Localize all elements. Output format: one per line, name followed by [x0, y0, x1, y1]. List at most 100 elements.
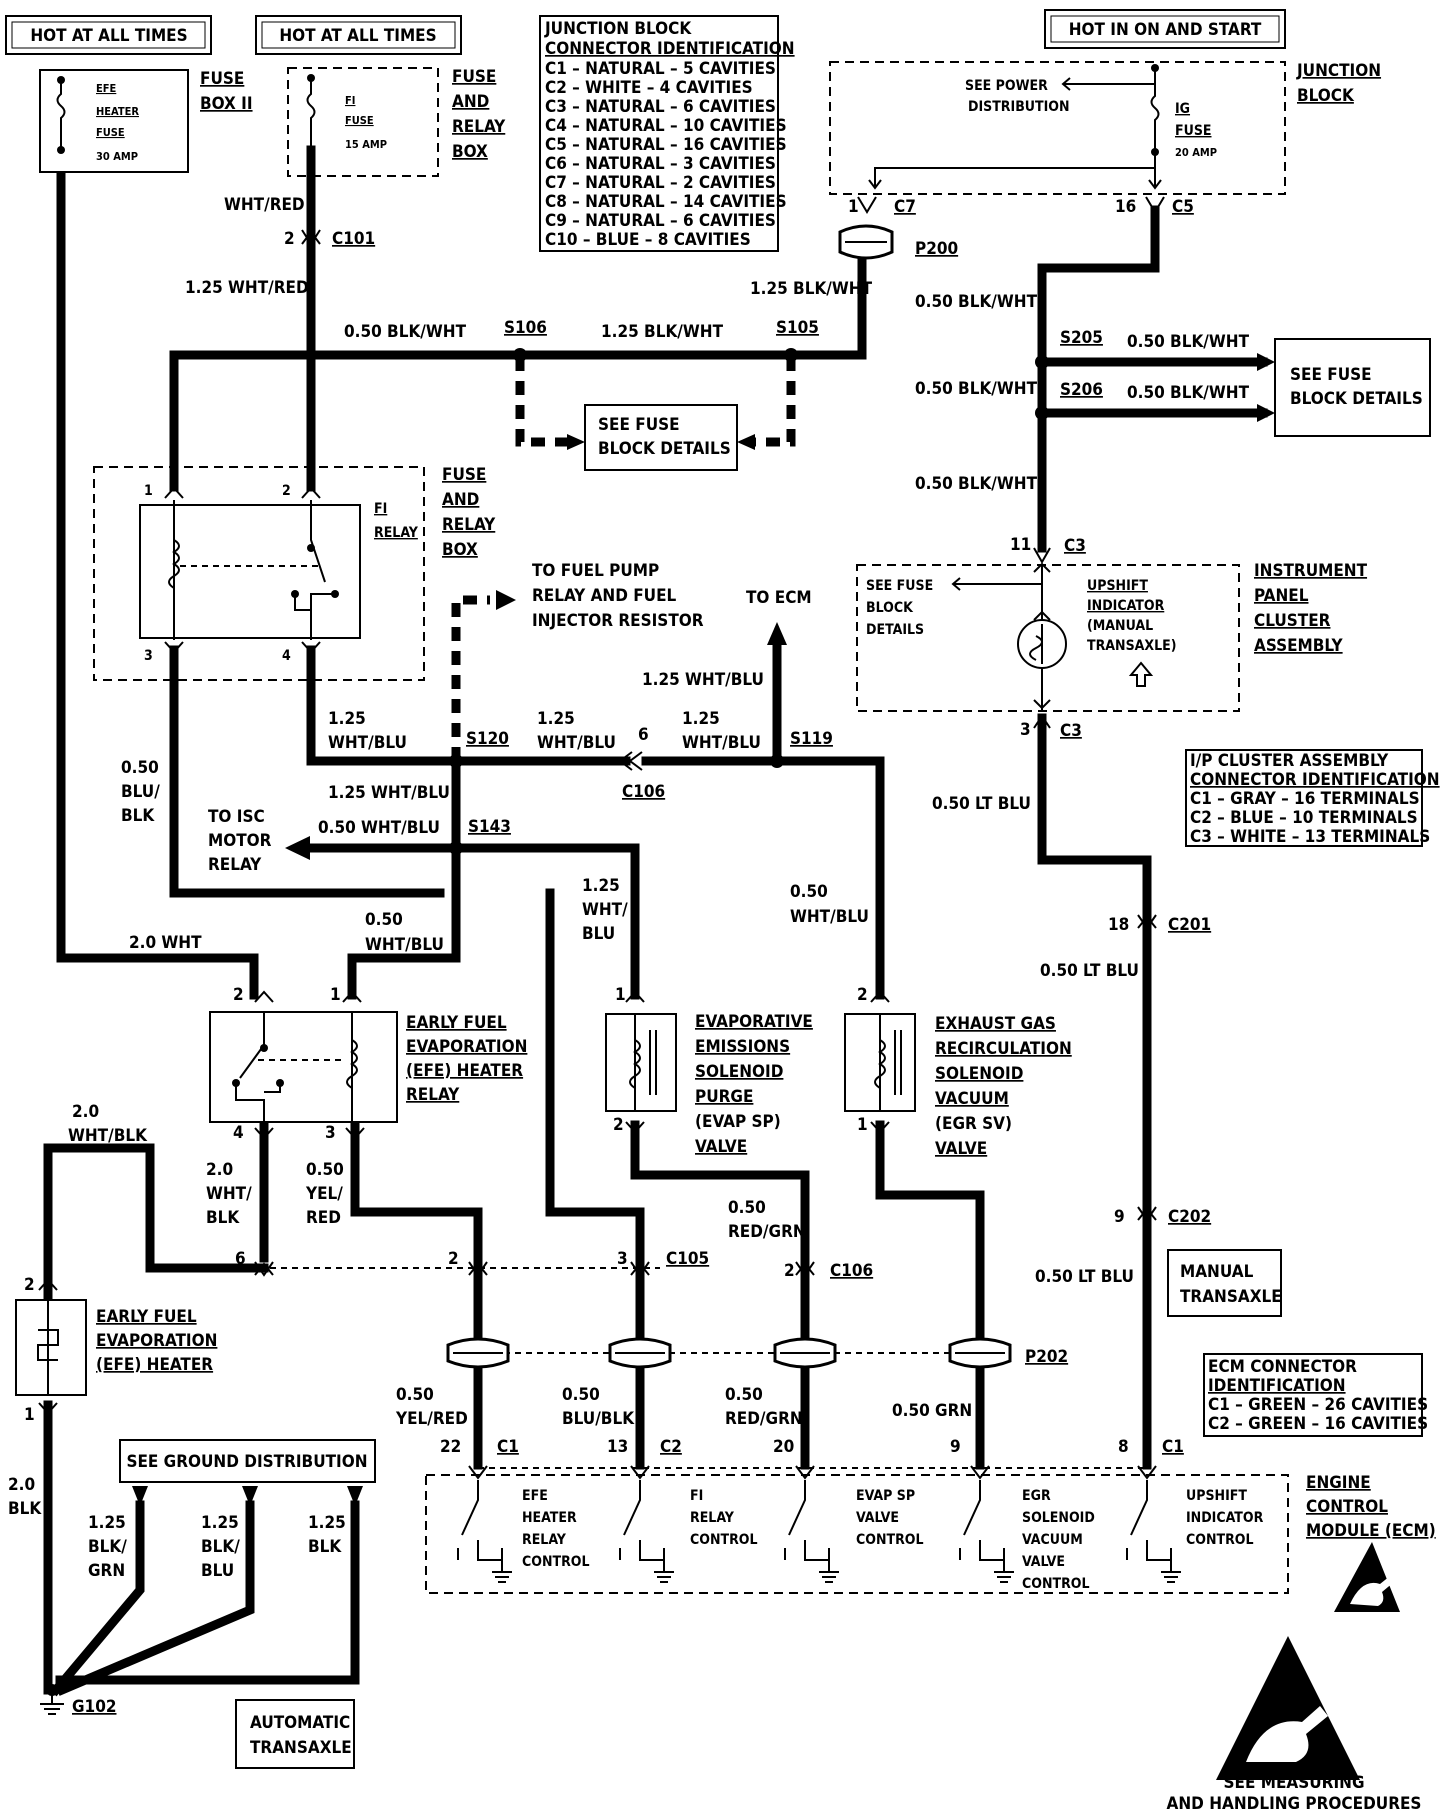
- diagram-label: CONNECTOR IDENTIFICATION: [545, 39, 795, 59]
- diagram-label: EVAPORATION: [96, 1331, 217, 1351]
- diagram-label: P202: [1025, 1347, 1068, 1367]
- diagram-label: BLK: [308, 1537, 342, 1557]
- hot-in-on-start-label: HOT IN ON AND START: [1069, 20, 1262, 40]
- to-isc-label: TO ISC: [208, 807, 265, 827]
- c3-top-connector: [1033, 547, 1051, 565]
- diagram-label: 15 AMP: [345, 138, 387, 151]
- diagram-label: WHT/BLU: [790, 907, 869, 927]
- diagram-label: C7: [894, 197, 916, 217]
- diagram-label: EVAP SP: [856, 1488, 915, 1504]
- diagram-label: WHT/RED: [224, 195, 305, 215]
- diagram-label: 1.25 WHT/RED: [185, 278, 309, 298]
- p200-grommet: [838, 224, 894, 260]
- diagram-label: VALVE: [856, 1510, 899, 1526]
- wire-2-0-wht: [56, 145, 259, 1000]
- diagram-label: MANUAL: [1180, 1262, 1254, 1282]
- diagram-label: BLU: [201, 1561, 234, 1581]
- wire-blk-blu: [56, 1500, 255, 1696]
- diagram-label: 0.50 BLK/WHT: [1127, 332, 1250, 352]
- diagram-label: VACUUM: [935, 1089, 1009, 1109]
- diagram-label: 0.50: [306, 1160, 344, 1180]
- diagram-label: WHT/BLU: [365, 935, 444, 955]
- diagram-label: BLOCK: [1297, 86, 1355, 106]
- diagram-label: 1.25: [582, 876, 620, 896]
- diagram-label: C7 – NATURAL – 2 CAVITIES: [545, 173, 776, 193]
- diagram-label: 1.25 BLK/WHT: [601, 322, 724, 342]
- diagram-label: AND: [442, 490, 479, 510]
- diagram-label: EVAPORATION: [406, 1037, 527, 1057]
- diagram-label: TRANSAXLE: [250, 1738, 352, 1758]
- splice-s105-dot: [784, 348, 798, 362]
- diagram-label: 0.50: [728, 1198, 766, 1218]
- see-ground-distribution-box: SEE GROUND DISTRIBUTION: [119, 1439, 376, 1483]
- diagram-label: 0.50 BLK/WHT: [1127, 383, 1250, 403]
- diagram-label: SEE FUSE: [1290, 365, 1372, 385]
- wire-lt-blu: [1037, 713, 1152, 1470]
- diagram-label: CONTROL: [1022, 1576, 1090, 1592]
- diagram-label: C1: [497, 1437, 519, 1457]
- diagram-label: WHT/: [582, 900, 628, 920]
- p202-grommets: [446, 1337, 1012, 1369]
- diagram-label: BLOCK DETAILS: [598, 439, 731, 459]
- wire-s105-dashed: [752, 357, 796, 447]
- efe-heater: [15, 1278, 87, 1415]
- diagram-label: HEATER: [96, 105, 139, 118]
- junction-block: SEE POWER DISTRIBUTION IG FUSE 20 AMP: [829, 61, 1286, 195]
- diagram-label: C5 – NATURAL – 16 CAVITIES: [545, 135, 787, 155]
- splice-s106: S106: [504, 318, 547, 338]
- diagram-label: WHT/BLU: [537, 733, 616, 753]
- diagram-label: 13: [607, 1437, 628, 1457]
- diagram-label: C1 – GREEN – 26 CAVITIES: [1208, 1395, 1428, 1415]
- wire-s106-dashed: [515, 357, 567, 447]
- diagram-label: FI: [345, 94, 355, 107]
- diagram-label: C106: [622, 782, 665, 802]
- efe-relay-label: EARLY FUEL: [406, 1013, 507, 1033]
- diagram-label: C3 – WHITE – 13 TERMINALS: [1190, 827, 1430, 847]
- efe-heater-label: EARLY FUEL: [96, 1307, 197, 1327]
- diagram-label: 2: [284, 229, 295, 249]
- diagram-label: P200: [915, 239, 958, 259]
- diagram-label: PANEL: [1254, 586, 1309, 606]
- splice-s143: S143: [468, 817, 511, 837]
- efe-c-connector: [254, 1261, 274, 1277]
- diagram-label: RELAY: [442, 515, 496, 535]
- diagram-label: FI: [690, 1488, 703, 1504]
- c7-connector: [857, 196, 877, 214]
- diagram-label: SEE GROUND DISTRIBUTION: [126, 1452, 367, 1472]
- diagram-label: 2: [857, 985, 868, 1005]
- egr-valve-label: EXHAUST GAS: [935, 1014, 1056, 1034]
- diagram-label: UPSHIFT: [1186, 1488, 1247, 1504]
- diagram-label: CONNECTOR IDENTIFICATION: [1190, 770, 1440, 790]
- wire-evap-feed: [451, 843, 640, 1000]
- diagram-label: GRN: [88, 1561, 125, 1581]
- diagram-label: 8: [1118, 1437, 1129, 1457]
- diagram-label: 9: [1114, 1207, 1125, 1227]
- manual-transaxle-box: MANUAL TRANSAXLE: [1167, 1249, 1282, 1317]
- diagram-label: INDICATOR: [1186, 1510, 1264, 1526]
- wire-red-grn: [630, 1120, 810, 1270]
- splice-s120-dot: [449, 754, 463, 768]
- diagram-label: IDENTIFICATION: [1208, 1376, 1346, 1396]
- diagram-label: C3: [1060, 721, 1082, 741]
- ecm-connector-table: ECM CONNECTOR IDENTIFICATION C1 – GREEN …: [1203, 1353, 1428, 1437]
- diagram-label: BLK: [206, 1208, 240, 1228]
- hot-at-all-times-label-a: HOT AT ALL TIMES: [30, 26, 187, 46]
- diagram-label: 22: [440, 1437, 461, 1457]
- diagram-label: 0.50: [790, 882, 828, 902]
- diagram-label: RELAY: [406, 1085, 460, 1105]
- splice-s205: S205: [1060, 328, 1103, 348]
- splice-s143-dot: [449, 841, 463, 855]
- diagram-label: RED/GRN: [728, 1222, 806, 1242]
- diagram-label: 2: [282, 483, 291, 499]
- diagram-label: INDICATOR: [1087, 598, 1165, 614]
- c101-connector: [301, 229, 321, 246]
- diagram-label: CONTROL: [856, 1532, 924, 1548]
- diagram-label: WHT/BLU: [682, 733, 761, 753]
- diagram-label: VACUUM: [1022, 1532, 1083, 1548]
- diagram-label: 1.25: [537, 709, 575, 729]
- upshift-arrow-icon: [1128, 661, 1154, 687]
- diagram-label: 4: [282, 648, 291, 664]
- hot-at-all-times-b: HOT AT ALL TIMES: [255, 15, 462, 55]
- diagram-label: TRANSAXLE): [1087, 638, 1177, 654]
